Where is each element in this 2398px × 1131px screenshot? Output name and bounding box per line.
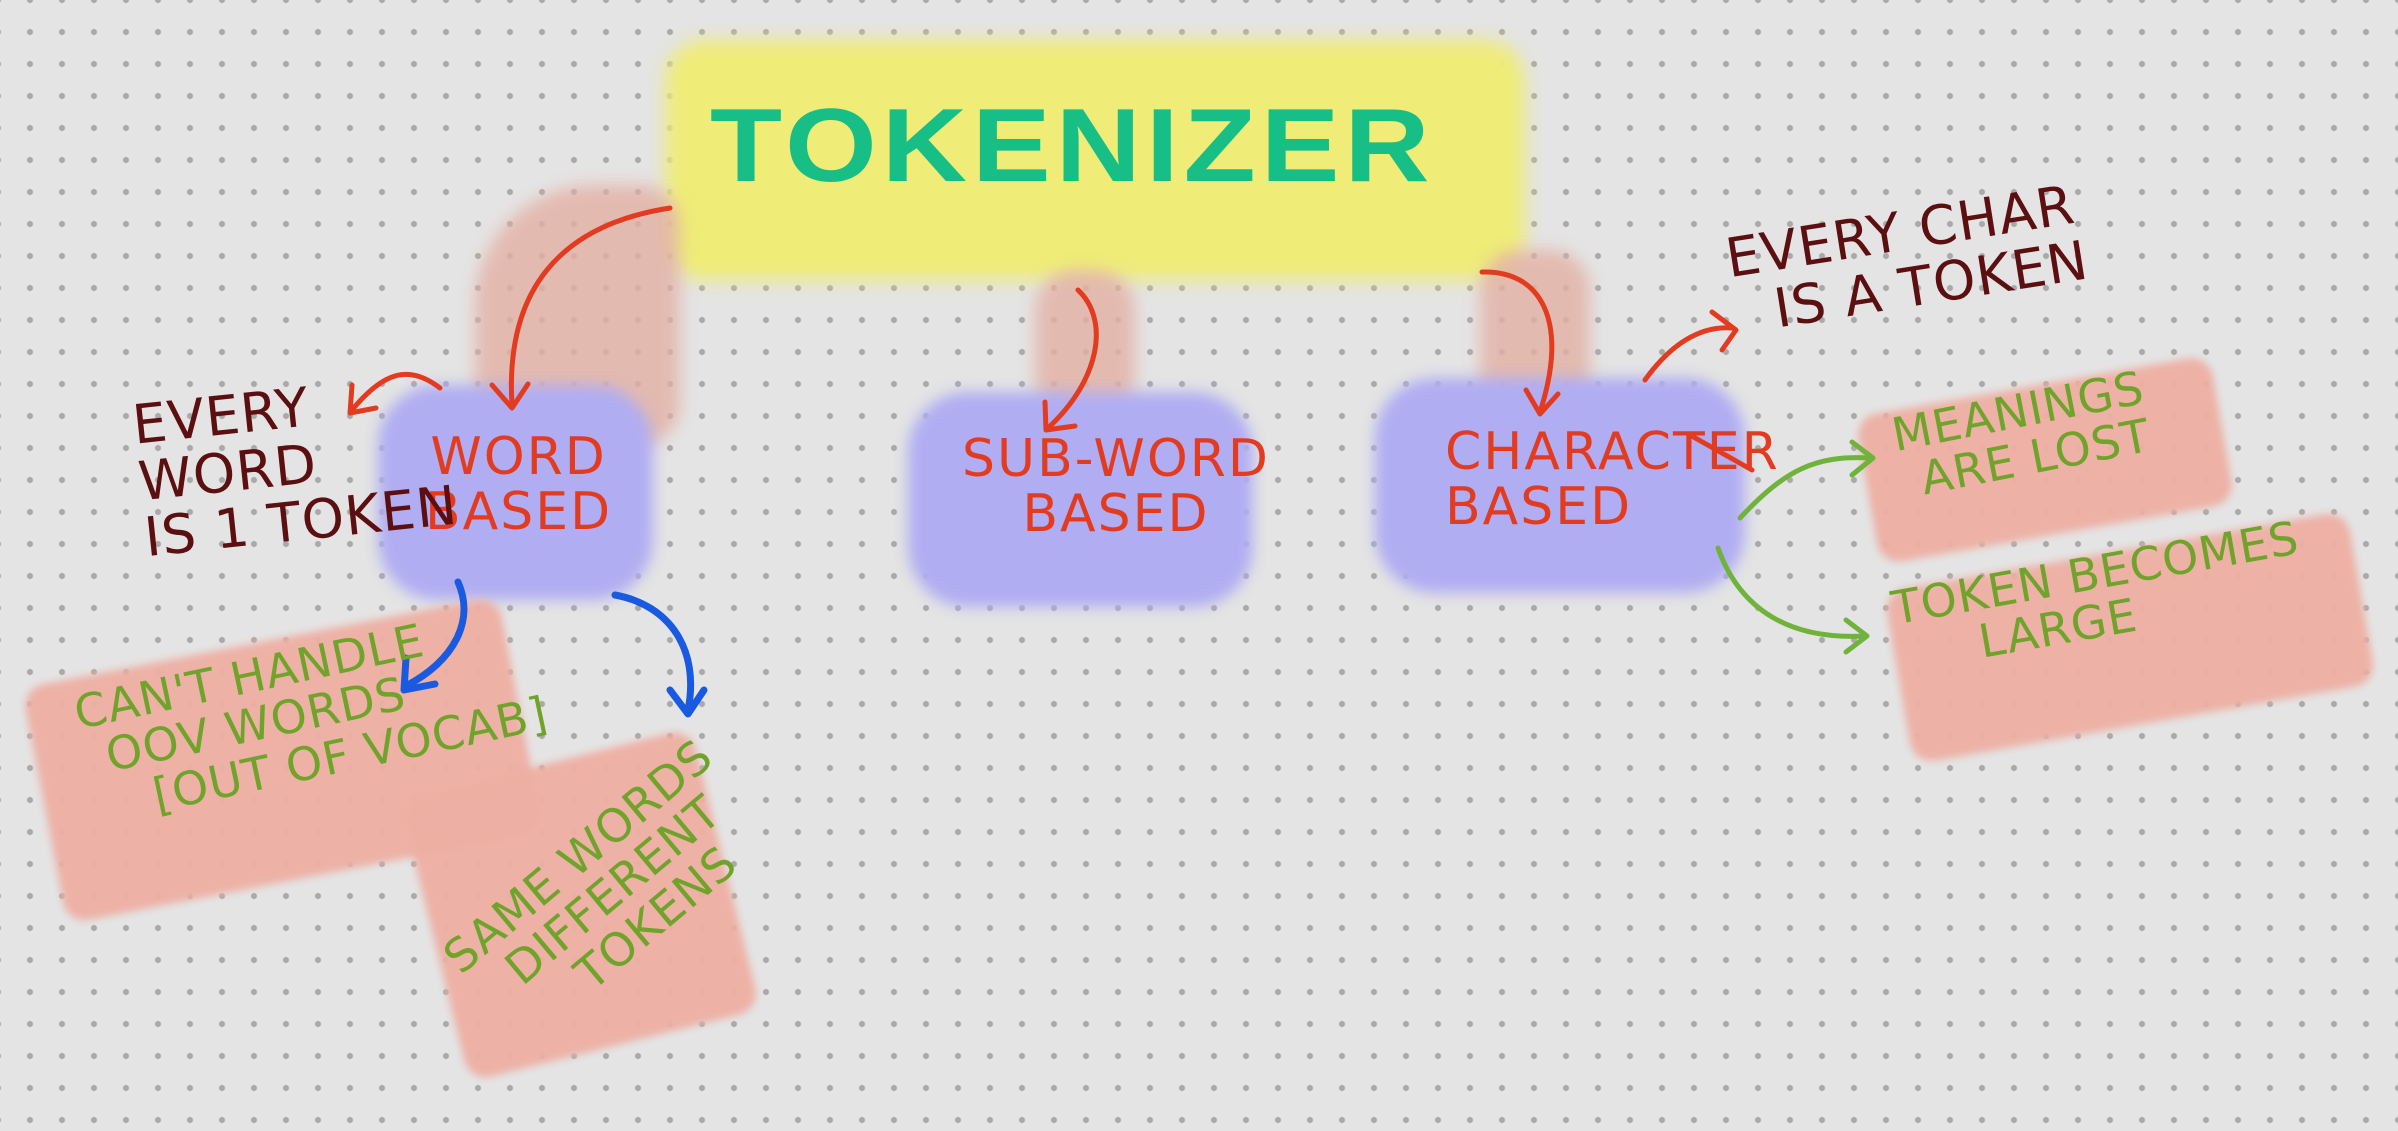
arrow-to-meanings-lost — [1737, 455, 1873, 521]
character-node-fill — [1375, 378, 1745, 593]
word-based-line-2: BASED — [425, 481, 613, 542]
subword-based-line-2: BASED — [1022, 483, 1210, 544]
word-based-node[interactable]: WORD BASED — [425, 430, 612, 539]
arrowhead-subword-based — [1042, 399, 1078, 433]
arrowhead-token-large — [1843, 617, 1870, 655]
character-based-line-1: CHARACTER — [1445, 422, 1780, 482]
word-node-fill — [378, 385, 653, 600]
arrow-to-every-char — [1642, 325, 1736, 383]
arrowhead-character-based — [1523, 387, 1561, 417]
arrowhead-meanings-lost — [1849, 439, 1876, 478]
arrow-to-cant-handle — [402, 578, 468, 690]
arrowhead-cant-handle — [400, 654, 439, 694]
arrowhead-every-char — [1709, 309, 1739, 353]
arrowhead-every-word — [347, 382, 379, 416]
diagram-title: TOKENIZER — [710, 87, 1435, 204]
every-word-note[interactable]: EVERY WORD IS 1 TOKEN — [130, 365, 461, 569]
arrow-to-same-words — [611, 591, 695, 714]
arrow-to-word-based — [508, 205, 673, 408]
character-underline — [1687, 432, 1755, 473]
title-highlight — [665, 40, 1525, 280]
character-based-node[interactable]: CHARACTER BASED — [1445, 425, 1780, 534]
subword-based-line-1: SUB-WORD — [962, 429, 1270, 489]
arrow-to-character-based — [1479, 269, 1555, 415]
subword-node-fill — [908, 392, 1253, 607]
character-based-line-2: BASED — [1445, 476, 1633, 537]
arrow-to-subword-based — [1045, 287, 1099, 431]
arrow-to-token-large — [1715, 545, 1868, 639]
word-based-line-1: WORD — [430, 427, 607, 487]
arrow-to-every-word — [349, 371, 443, 413]
arrowhead-word-based — [489, 381, 531, 411]
subword-based-node[interactable]: SUB-WORD BASED — [962, 432, 1270, 541]
arrowhead-same-words — [666, 686, 708, 718]
